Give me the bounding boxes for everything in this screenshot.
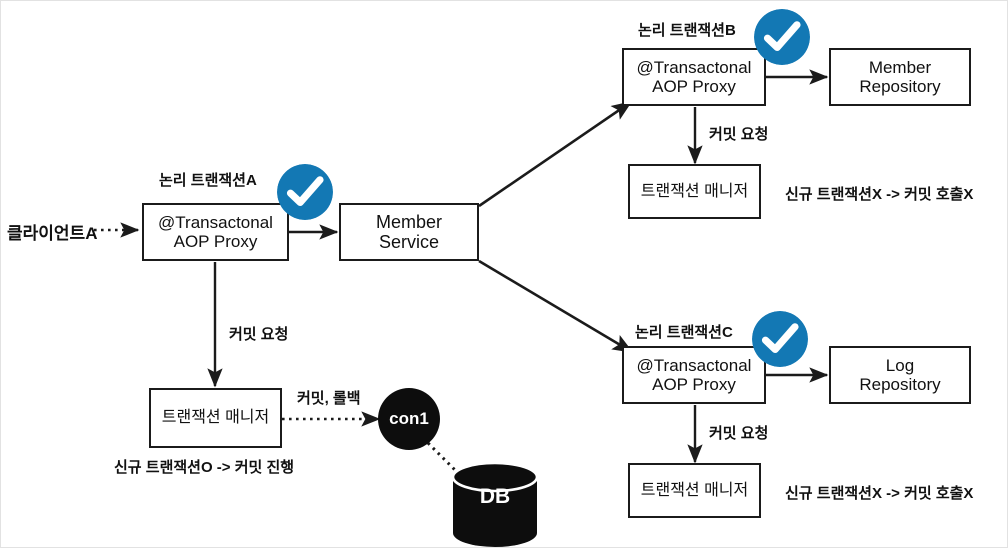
node-tx-manager-b-label: 트랜잭션 매니저	[640, 182, 749, 200]
check-circle-icon-b	[754, 9, 810, 65]
node-log-repository-line2: Repository	[859, 375, 941, 394]
note-new-tx-o-commit: 신규 트랜잭션O -> 커밋 진행	[114, 459, 295, 476]
node-connection-label: con1	[389, 409, 429, 428]
node-tx-manager-a[interactable]: 트랜잭션 매니저	[149, 388, 282, 448]
edge-label-commit-request-a: 커밋 요청	[229, 326, 289, 343]
caption-logical-tx-a: 논리 트랜잭션A	[159, 172, 257, 189]
edge-label-commit-request-c: 커밋 요청	[709, 425, 769, 442]
node-proxy-b-line2: AOP Proxy	[652, 77, 736, 96]
node-member-service-line1: Member	[375, 211, 442, 232]
check-circle-icon-c	[752, 311, 808, 367]
node-proxy-c-line2: AOP Proxy	[652, 375, 736, 394]
node-proxy-c-line1: @Transactonal	[636, 355, 752, 375]
node-member-service-line2: Service	[378, 232, 439, 252]
node-member-repository-line1: Member	[868, 57, 932, 77]
client-label: 클라이언트A	[7, 224, 98, 243]
node-connection-con1[interactable]: con1	[378, 388, 440, 450]
node-member-service[interactable]: Member Service	[339, 203, 479, 261]
edge-member-service-to-proxy-b	[478, 100, 633, 208]
edge-label-commit-request-b: 커밋 요청	[709, 126, 769, 143]
caption-logical-tx-c: 논리 트랜잭션C	[635, 324, 733, 341]
node-tx-manager-c[interactable]: 트랜잭션 매니저	[628, 463, 761, 518]
caption-logical-tx-b: 논리 트랜잭션B	[638, 22, 736, 39]
node-tx-manager-b[interactable]: 트랜잭션 매니저	[628, 164, 761, 219]
note-new-tx-x-commit-b: 신규 트랜잭션X -> 커밋 호출X	[785, 186, 974, 203]
node-tx-manager-c-label: 트랜잭션 매니저	[640, 481, 749, 499]
node-member-repository-line2: Repository	[859, 77, 941, 96]
check-circle-icon-a	[277, 164, 333, 220]
node-proxy-a-line1: @Transactonal	[158, 212, 273, 232]
edge-label-commit-rollback: 커밋, 롤백	[297, 390, 361, 407]
node-log-repository[interactable]: Log Repository	[829, 346, 971, 404]
database-cylinder-icon	[451, 463, 539, 547]
note-new-tx-x-commit-c: 신규 트랜잭션X -> 커밋 호출X	[785, 485, 974, 502]
node-log-repository-line1: Log	[885, 355, 915, 375]
node-proxy-a[interactable]: @Transactonal AOP Proxy	[142, 203, 289, 261]
node-proxy-a-line2: AOP Proxy	[173, 232, 258, 251]
edge-member-service-to-proxy-c	[478, 259, 634, 354]
node-member-repository[interactable]: Member Repository	[829, 48, 971, 106]
node-proxy-b[interactable]: @Transactonal AOP Proxy	[622, 48, 766, 106]
node-tx-manager-a-label: 트랜잭션 매니저	[161, 409, 270, 427]
node-proxy-b-line1: @Transactonal	[636, 57, 752, 77]
node-proxy-c[interactable]: @Transactonal AOP Proxy	[622, 346, 766, 404]
